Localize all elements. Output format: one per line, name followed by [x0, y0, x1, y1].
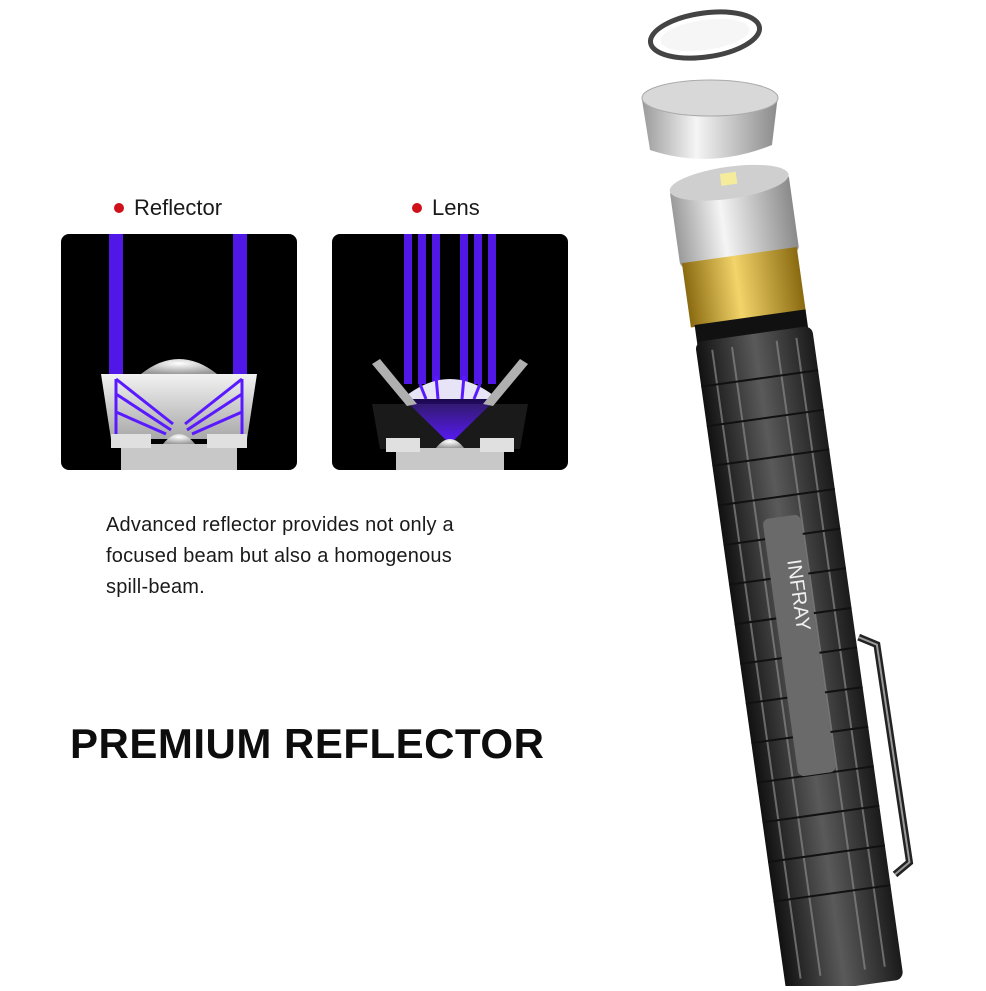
flashlight-product-image: INFRAY	[600, 0, 986, 991]
lens-label: Lens	[412, 195, 480, 221]
lens-diagram-illustration	[372, 234, 528, 470]
description-line: spill-beam.	[106, 576, 205, 598]
reflector-diagram	[61, 234, 297, 470]
red-bullet-icon	[412, 203, 422, 213]
lens-label-text: Lens	[432, 195, 480, 220]
reflector-diagram-illustration	[101, 234, 257, 470]
reflector-label-text: Reflector	[134, 195, 223, 220]
red-bullet-icon	[114, 203, 124, 213]
lens-diagram	[332, 234, 568, 470]
reflector-label: Reflector	[114, 195, 222, 221]
description-line: focused beam but also a homogenous	[106, 545, 452, 567]
description: Advanced reflector provides not only a f…	[106, 510, 536, 603]
flashlight-illustration: INFRAY	[641, 9, 914, 991]
headline: PREMIUM REFLECTOR	[70, 720, 545, 767]
description-line: Advanced reflector provides not only a	[106, 514, 454, 536]
